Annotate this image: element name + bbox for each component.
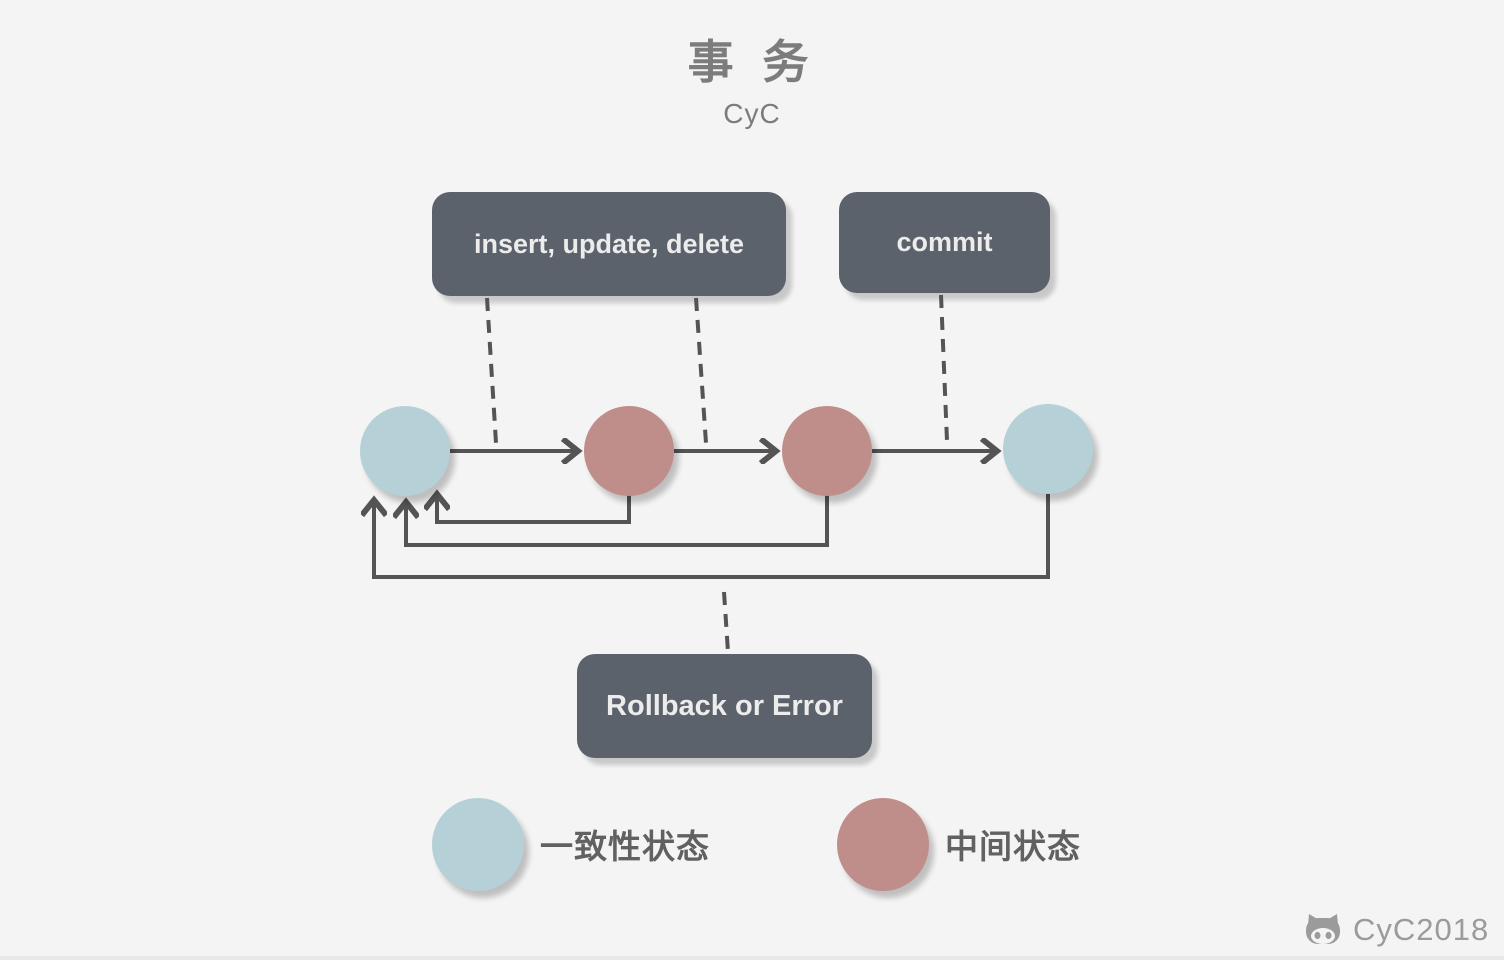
rollback-box: Rollback or Error <box>577 654 872 758</box>
legend-intermediate-label: 中间状态 <box>945 828 1081 865</box>
commit-box: commit <box>839 192 1050 293</box>
dashed-link-operations-left <box>485 297 498 444</box>
dashed-link-rollback <box>722 591 730 653</box>
state-node-intermediate-1 <box>584 406 674 496</box>
arrow-s4-return-s1 <box>374 490 1050 579</box>
state-node-consistent-2 <box>1003 404 1093 494</box>
state-node-consistent-1 <box>360 406 450 496</box>
dashed-link-commit <box>939 294 949 442</box>
arrow-s2-return-s1 <box>437 492 631 524</box>
bottom-edge-strip <box>0 956 1504 960</box>
page-title: 事 务 <box>687 36 817 88</box>
commit-box-label: commit <box>896 227 993 257</box>
legend-consistent-label: 一致性状态 <box>540 828 710 865</box>
operations-box-label: insert, update, delete <box>473 228 745 259</box>
rollback-box-label: Rollback or Error <box>606 689 843 722</box>
legend-item-intermediate: 中间状态 <box>837 797 1081 891</box>
octocat-icon <box>1306 914 1340 944</box>
dashed-link-operations-right <box>694 297 708 444</box>
legend-consistent-swatch <box>432 797 524 891</box>
author-label: CyC <box>723 98 781 129</box>
arrow-s3-return-s1 <box>406 492 829 547</box>
legend-intermediate-swatch <box>837 797 929 891</box>
operations-box: insert, update, delete <box>432 192 786 296</box>
watermark: CyC2018 <box>1302 912 1489 948</box>
state-node-intermediate-2 <box>782 406 872 496</box>
legend-item-consistent: 一致性状态 <box>432 797 710 891</box>
watermark-text: CyC2018 <box>1353 912 1490 947</box>
